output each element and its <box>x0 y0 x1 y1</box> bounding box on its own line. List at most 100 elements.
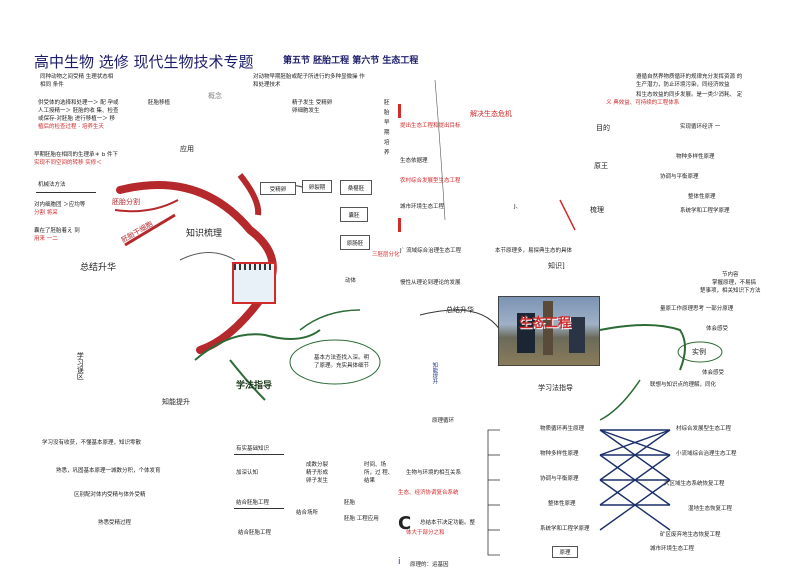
feel2-label: 体会感受 <box>702 370 725 376</box>
left-note-8: 实现不同空间的转移 实修＜ <box>34 160 102 166</box>
box-blastocyst: 囊胚 <box>340 207 368 222</box>
right-note-3: 楚事项，相关知识下方法 <box>700 288 761 294</box>
mistake-2: 熟悉，巩固基本原理一城数分积，个体发育 <box>56 468 161 474</box>
vert-char-4: 期 <box>384 130 390 136</box>
site-label: 结合场所 <box>296 510 319 516</box>
grid-left-3: 协调与平衡原理 <box>540 476 579 482</box>
example-label: 实例 <box>692 348 706 356</box>
right-note-2: 掌握原理，不易搞 <box>712 280 757 286</box>
grid-left-5: 系统学和工程学原理 <box>540 526 590 532</box>
branch-mark: J、 <box>514 204 522 210</box>
grid-left-1: 物质循环再生原理 <box>540 426 585 432</box>
box-morula: 桑椹胚 <box>340 180 372 195</box>
grid-right-3: 大区域生态系统恢复工程 <box>664 481 725 487</box>
knowledge2-label: 知识] <box>548 262 565 270</box>
eco-photo: 生态工程 <box>498 296 600 366</box>
right-note-1: 节内容 <box>722 272 739 278</box>
grid-left-2: 物种多样性原理 <box>540 451 579 457</box>
method-note-1: 基本方法查找入深。明 <box>314 355 370 361</box>
calendar-icon <box>232 262 276 304</box>
grid-right-5: 矿区废弃地生态恢复工程 <box>660 532 721 538</box>
vert-char-2: 胎 <box>384 110 390 116</box>
embryo-transfer-label: 胚胎移植 <box>148 100 171 106</box>
vert-char-3: 早 <box>384 120 390 126</box>
solve-crisis-label: 解决生态危机 <box>470 110 512 118</box>
summary2-label: 总结升华 <box>446 306 474 314</box>
goal-label: 目的 <box>596 124 610 132</box>
vert-char-6: 养 <box>384 150 390 156</box>
time-2: 所，过 程、 <box>364 470 394 476</box>
eco-branch-1: 提出生态工程和提出目标 <box>400 123 461 129</box>
embryo-small: 胚胎 <box>344 500 356 506</box>
left-note-6: 植后的检查过程 - 培养生天 <box>38 124 104 130</box>
guide-3: 结合胚胎工程 <box>236 500 270 506</box>
def-3: 和生态效益的同步发展。是一类少消耗、 定 <box>636 92 743 98</box>
guide-4: 结合胚胎工程 <box>238 530 272 536</box>
meiosis: 成数分裂 <box>306 462 329 468</box>
photo-side-label: 学习法指导 <box>538 384 573 392</box>
guide-2: 加深认知 <box>236 470 259 476</box>
method-note-2: 了原理。充实具体细节 <box>314 363 370 369</box>
right-note-4: 量原工作原理思考 一部分原理 <box>660 306 734 312</box>
box-zygote: 受精卵 <box>260 182 296 195</box>
mistake-3: 区别配对体内受精与体外受精 <box>74 492 146 498</box>
right-note-5: 联想与知识点的理解，同化 <box>650 382 717 388</box>
left-note-4: 人工授精一＞ 胚胎的收 集、检查 <box>38 108 119 114</box>
principle-3: 整体性原理 <box>688 194 716 200</box>
left-note-5: 或保存-对胚胎 进行移植一＞ 移 <box>38 116 115 122</box>
letter-i: i <box>398 557 401 567</box>
left-note-13: 用来 一二 <box>34 236 58 242</box>
grid-left-4: 整体性原理 <box>548 501 576 507</box>
fert-note-1: 精子发生 受精卵 <box>292 100 333 106</box>
principle-1: 物种多样性原理 <box>676 154 715 160</box>
page-title: 高中生物 选修 现代生物技术专题 <box>34 53 254 71</box>
mistake-4: 熟悉受精过程 <box>98 520 132 526</box>
embryo-split-label: 胚胎分割 <box>112 198 140 206</box>
principle-box: 原理 <box>552 546 578 558</box>
left-note-10: 对内细胞团 ＞应均等 <box>34 202 86 208</box>
eco-branch-6: 慢性从理论到理论的发展 <box>400 280 461 286</box>
sort-label: 梳理 <box>590 206 604 214</box>
fert-note-2: 卵细胞发生 <box>292 108 320 114</box>
principle-2: 协调与平衡原理 <box>660 174 699 180</box>
def-2: 生产潜力，防止环境污染，同经济效益 <box>636 82 730 88</box>
left-note-1: 同种动物之间受精 生理状态相 <box>40 74 114 80</box>
left-note-3: 供受体的选择和处理一＞ 配 孕或 <box>38 100 119 106</box>
eco-branch-2: 生态依据理 <box>400 158 428 164</box>
concept-def-2: 和处理技术 <box>253 82 281 88</box>
guide-1: 有实基础知识 <box>236 446 270 452</box>
time-3: 结果 <box>364 478 376 484</box>
individual-label: 动体 <box>345 278 357 284</box>
box-gastrula: 原肠胚 <box>340 235 370 250</box>
grid-right-4: 湿地生态恢复工程 <box>688 506 733 512</box>
left-note-12: 囊在了胚胎着え 到 <box>34 228 80 234</box>
vert-char-5: 培 <box>384 140 390 146</box>
egg-form: 卵子发生 <box>306 478 329 484</box>
eco-branch-4: 城市环境生态工程 <box>400 204 445 210</box>
cycle-label: 原理循环 <box>432 418 455 424</box>
concept-label: 概念 <box>208 92 222 100</box>
sperm-form: 精子形成 <box>306 470 329 476</box>
eco-branch-3: 农村综合发展型生态工程 <box>400 178 461 184</box>
goal-text: 实现循环经济 一 <box>680 124 721 130</box>
study-guide-label: 学法指导 <box>236 381 273 391</box>
def-4: 义 典效益、可持续的工程体系 <box>606 100 680 106</box>
note-c-2: 体大于部分之和 <box>406 530 445 536</box>
vert-char-1: 胚 <box>384 100 390 106</box>
left-note-2: 相同 条件 <box>40 82 64 88</box>
method-label: 机械法方法 <box>38 182 66 188</box>
grid-right-2: 小流域综合治理生态工程 <box>676 451 737 457</box>
eco-note-right: 本节原理多，易探典生态的具体 <box>495 248 573 254</box>
concept-def-1: 对动物早期胚胎或配子所进行的多种显微操 作 <box>253 74 365 80</box>
def-1: 遵循自然界物质循环的规律充分发挥资源 的 <box>636 74 743 80</box>
note-c-1: 总结本节决定功能。整 <box>420 520 476 526</box>
embryo-app: 胚胎 工程应用 <box>344 516 379 522</box>
application-label: 应用 <box>180 145 194 153</box>
box-cleavage: 卵裂期 <box>302 180 332 193</box>
photo-title: 生态工程 <box>519 316 572 331</box>
left-note-7: 早期胚胎在相同的生理承＊ b 件下 <box>34 152 118 158</box>
left-note-11: 分割 将采 <box>34 210 58 216</box>
summary-label: 总结升华 <box>80 263 117 273</box>
page-subtitle: 第五节 胚胎工程 第六节 生态工程 <box>283 56 419 66</box>
